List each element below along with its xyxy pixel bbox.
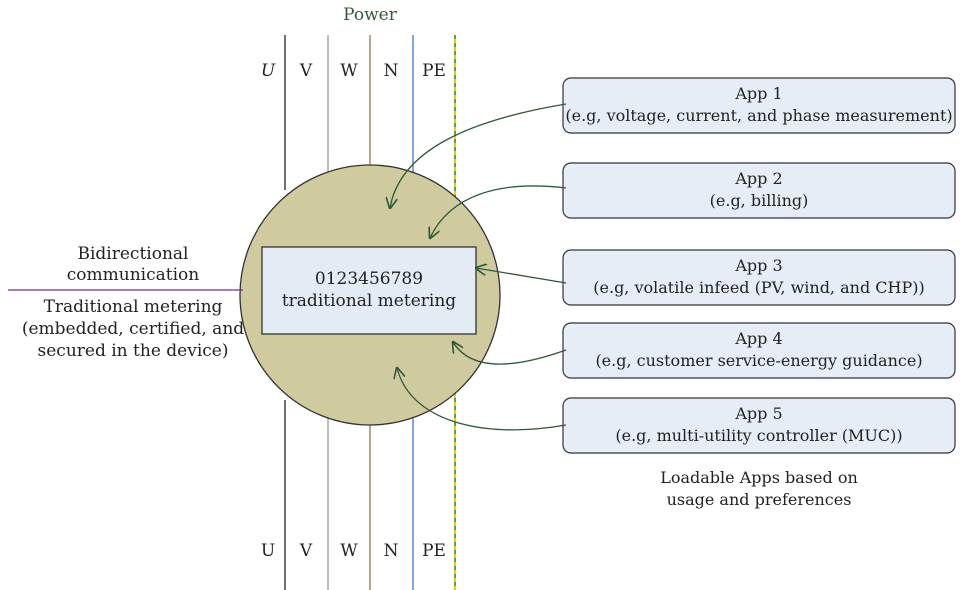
traditional-meter-box: [261, 246, 477, 335]
arrow-app-5: [397, 368, 567, 431]
loadable-apps-label-2: usage and preferences: [667, 490, 852, 509]
conductor-label-bottom-u: U: [261, 541, 275, 561]
arrow-app-1: [390, 103, 567, 208]
app-box-1: App 1 (e.g, voltage, current, and phase …: [562, 77, 956, 134]
traditional-metering-detail-2: secured in the device): [38, 341, 229, 361]
app-5-desc: (e.g, multi-utility controller (MUC)): [615, 426, 902, 445]
app-box-2: App 2 (e.g, billing): [562, 162, 956, 219]
conductor-label-top-v: V: [299, 61, 313, 81]
loadable-apps-label-1: Loadable Apps based on: [660, 468, 858, 487]
conductor-label-top-n: N: [384, 61, 399, 81]
conductor-label-top-w: W: [340, 61, 358, 81]
conductor-label-top-pe: PE: [422, 61, 446, 81]
communication-label: communication: [67, 265, 199, 285]
app-box-5: App 5 (e.g, multi-utility controller (MU…: [562, 397, 956, 454]
app-box-3: App 3 (e.g, volatile infeed (PV, wind, a…: [562, 249, 956, 306]
app-5-title: App 5: [734, 404, 782, 423]
app-2-title: App 2: [734, 169, 782, 188]
app-1-desc: (e.g, voltage, current, and phase measur…: [565, 106, 952, 125]
app-2-desc: (e.g, billing): [710, 191, 809, 210]
app-4-title: App 4: [734, 329, 782, 348]
app-box-4: App 4 (e.g, customer service-energy guid…: [562, 322, 956, 379]
traditional-metering-detail-1: (embedded, certified, and: [22, 319, 244, 339]
app-1-title: App 1: [734, 84, 782, 103]
arrow-app-3: [476, 268, 567, 284]
traditional-metering-label: Traditional metering: [44, 297, 223, 317]
arrow-app-4: [453, 342, 567, 365]
app-4-desc: (e.g, customer service-energy guidance): [595, 351, 922, 370]
app-3-desc: (e.g, volatile infeed (PV, wind, and CHP…: [593, 278, 924, 297]
bidirectional-label: Bidirectional: [78, 244, 189, 264]
conductor-label-bottom-v: V: [299, 541, 313, 561]
meter-label: traditional metering: [282, 291, 456, 311]
power-label: Power: [343, 5, 398, 25]
conductor-label-bottom-n: N: [384, 541, 399, 561]
arrow-app-2: [430, 185, 567, 238]
conductor-label-bottom-w: W: [340, 541, 358, 561]
meter-number: 0123456789: [315, 269, 423, 289]
conductor-label-bottom-pe: PE: [422, 541, 446, 561]
conductor-label-top-u: U: [261, 61, 276, 81]
app-3-title: App 3: [734, 256, 782, 275]
